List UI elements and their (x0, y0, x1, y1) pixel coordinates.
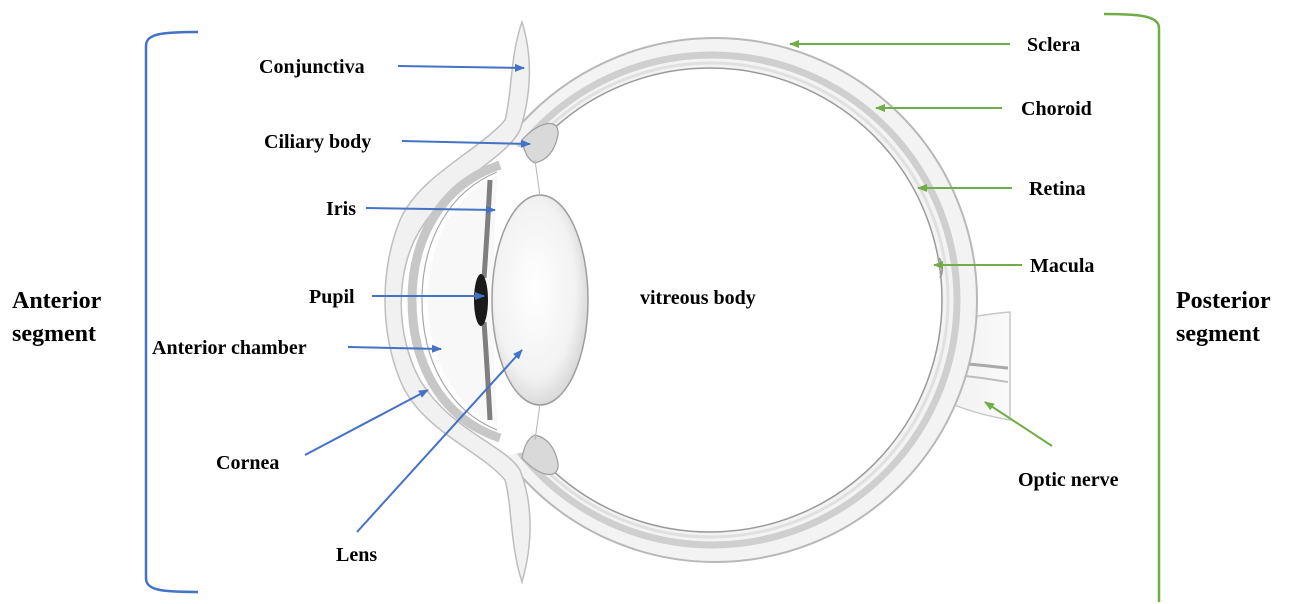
label-conjunctiva: Conjunctiva (259, 56, 365, 78)
label-lens: Lens (336, 544, 377, 566)
label-anterior-chamber: Anterior chamber (152, 337, 307, 359)
label-iris: Iris (326, 198, 356, 220)
label-optic-nerve: Optic nerve (1018, 469, 1119, 491)
label-ciliary-body: Ciliary body (264, 131, 371, 153)
label-pupil: Pupil (309, 286, 355, 308)
label-choroid: Choroid (1021, 98, 1092, 120)
anterior-segment-label-line2: segment (12, 321, 96, 347)
arrow-cornea (305, 390, 428, 455)
posterior-segment-label-line2: segment (1176, 321, 1260, 347)
arrow-optic-nerve (985, 402, 1052, 446)
label-sclera: Sclera (1027, 34, 1080, 56)
pupil-shape (474, 274, 488, 326)
label-cornea: Cornea (216, 452, 279, 474)
label-macula: Macula (1030, 255, 1094, 277)
anterior-segment-bracket (146, 32, 198, 592)
label-vitreous-body: vitreous body (640, 287, 756, 309)
anterior-segment-label-line1: Anterior (12, 288, 102, 314)
arrow-anterior-chamber (348, 347, 441, 349)
posterior-segment-label-line1: Posterior (1176, 288, 1271, 314)
lens-shape (492, 195, 588, 405)
posterior-segment-bracket (1104, 14, 1159, 602)
arrow-conjunctiva (398, 66, 524, 68)
label-retina: Retina (1029, 178, 1086, 200)
